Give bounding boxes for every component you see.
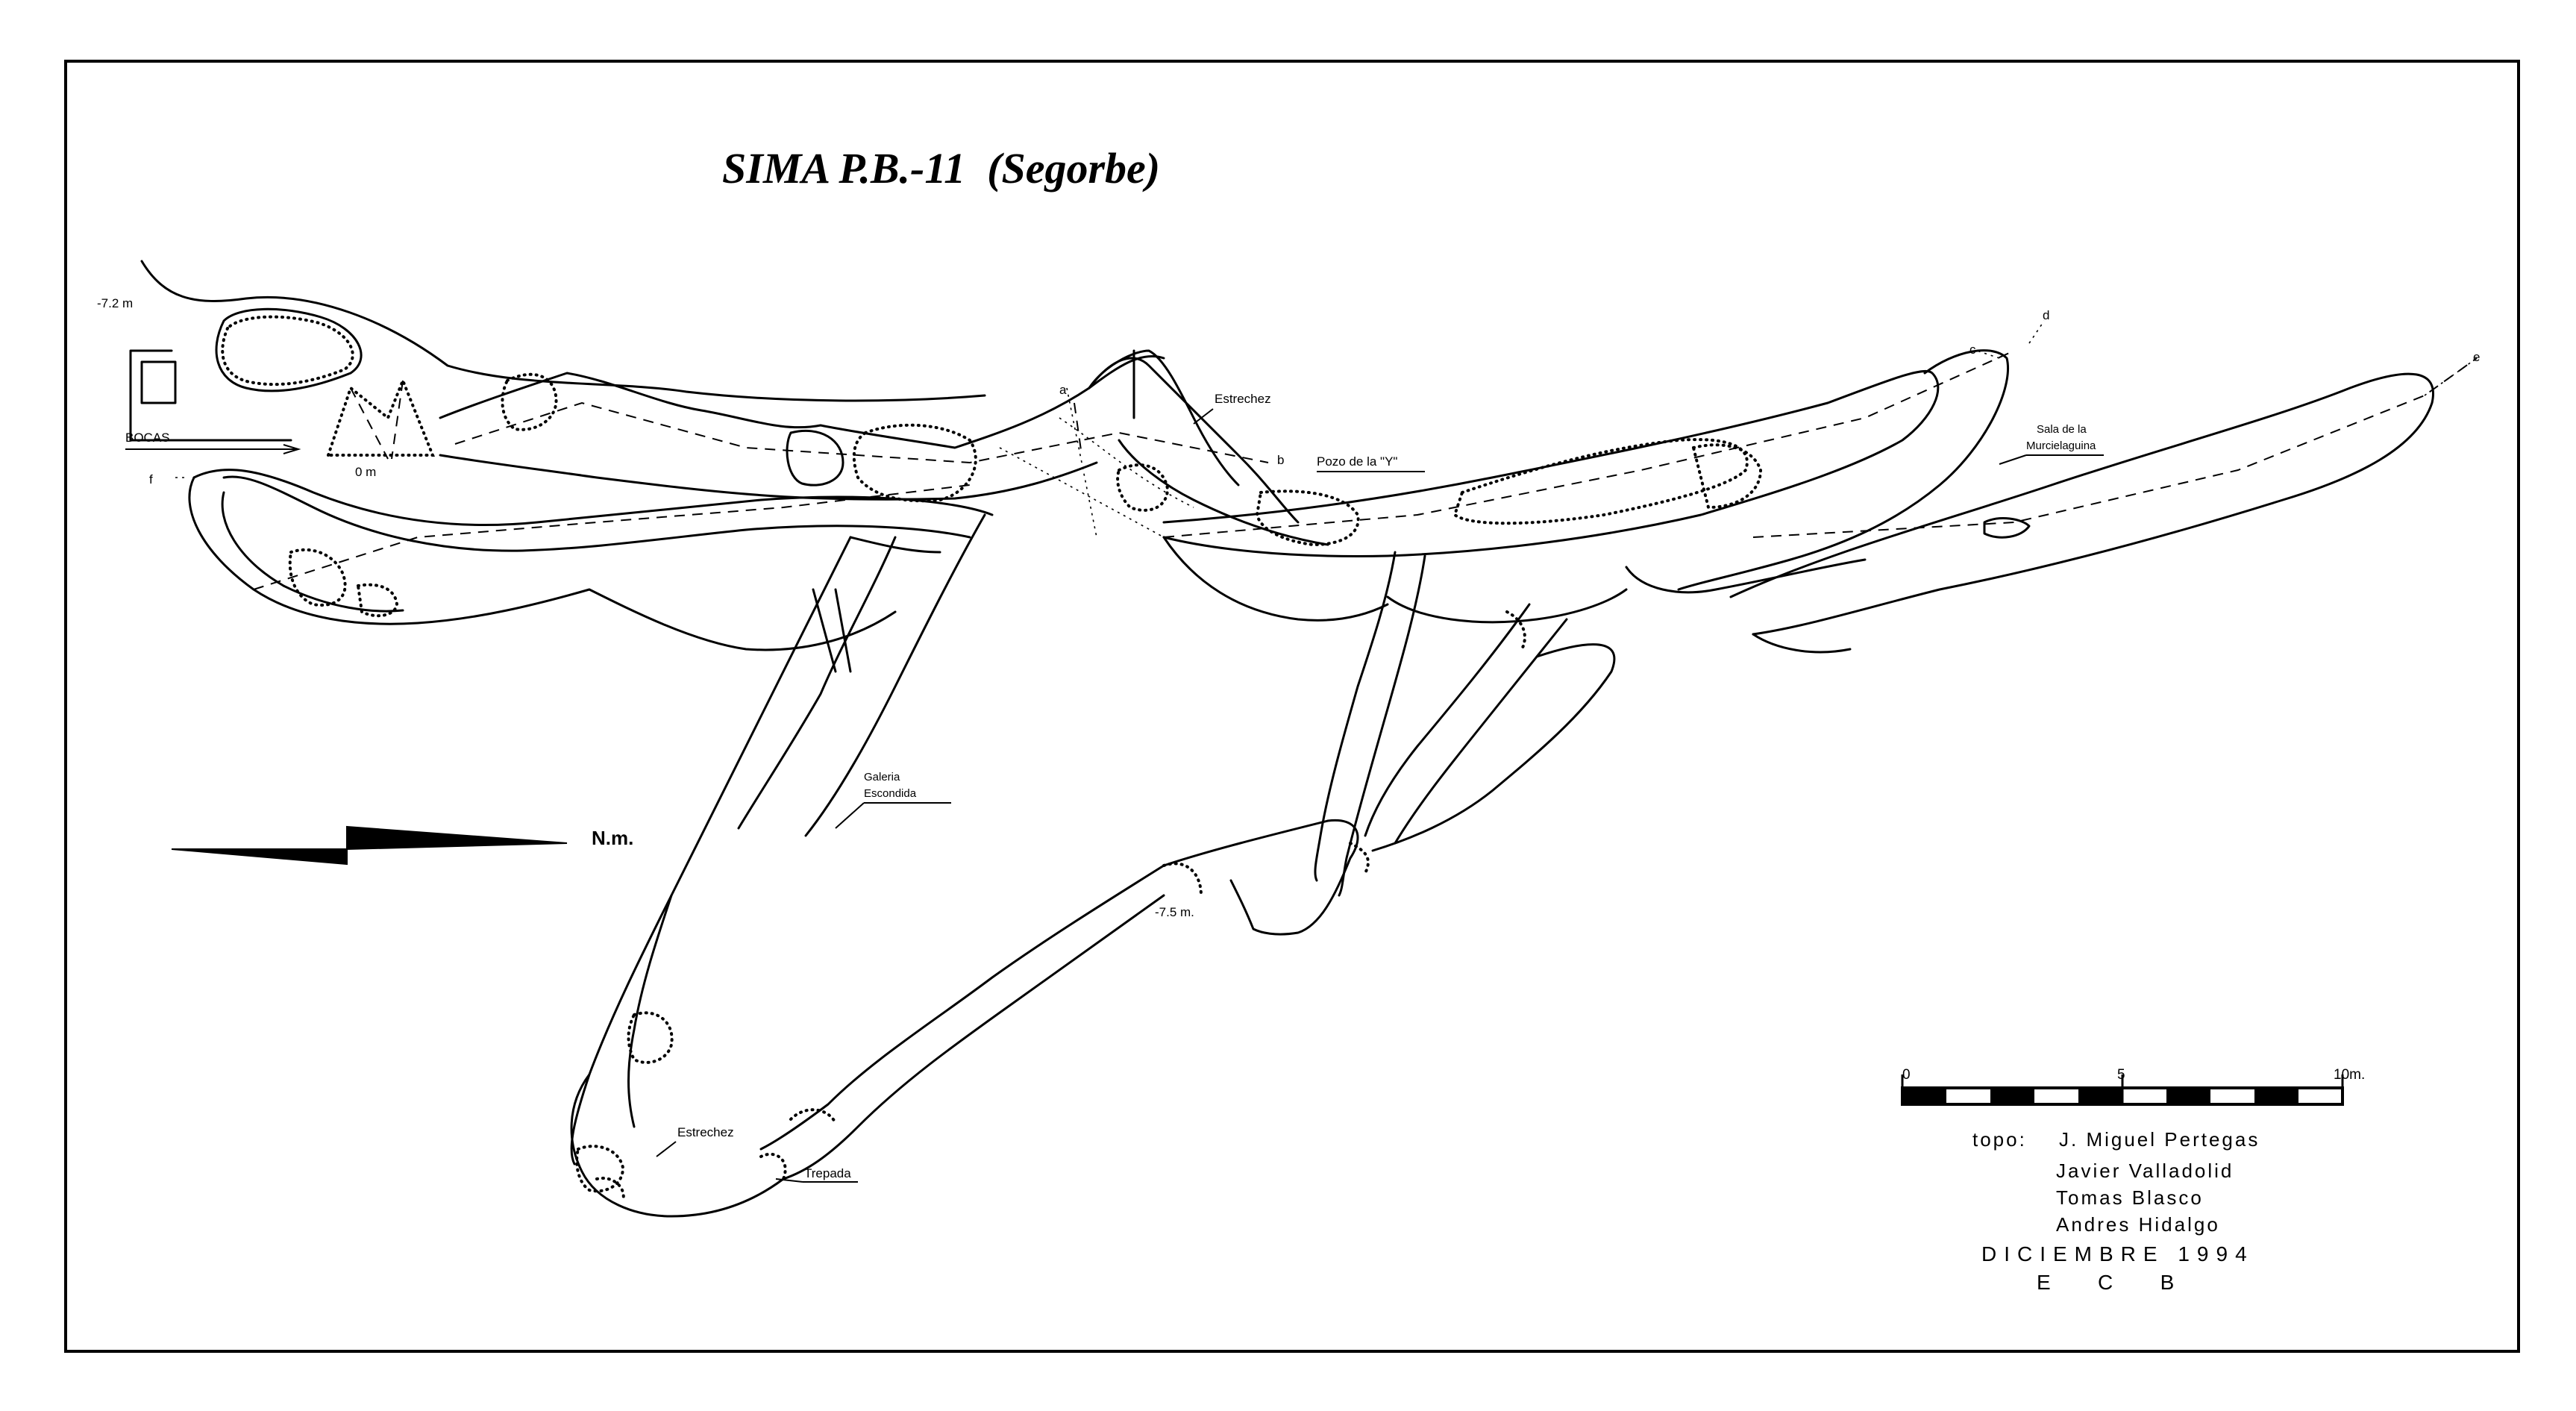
north-label: N.m. bbox=[592, 827, 633, 849]
label-pozo-y: Pozo de la "Y" bbox=[1317, 454, 1425, 472]
credit-author-4: Andres Hidalgo bbox=[2056, 1213, 2220, 1236]
label-sala-murcielaguina: Sala de la Murcielaguina bbox=[1999, 423, 2104, 465]
credit-author-2: Javier Valladolid bbox=[2056, 1160, 2234, 1182]
credit-author-3: Tomas Blasco bbox=[2056, 1186, 2204, 1209]
depth-label-top: -7.2 m bbox=[97, 296, 133, 310]
sala-line1: Sala de la bbox=[2037, 423, 2087, 436]
credit-topo-prefix: topo: bbox=[1972, 1128, 2027, 1151]
scale-bar: 0 5 10m. bbox=[1901, 1067, 2365, 1106]
map-frame bbox=[64, 60, 2520, 1353]
map-title: SIMA P.B.-11 (Segorbe) bbox=[722, 144, 1160, 193]
scale-tick-0: 0 bbox=[1902, 1067, 1911, 1083]
credit-club: E C B bbox=[2037, 1271, 2181, 1294]
section-mark-e: e bbox=[2473, 350, 2480, 364]
section-mark-f: f bbox=[149, 472, 153, 487]
estrechez-bottom-text: Estrechez bbox=[677, 1125, 734, 1139]
section-mark-b: b bbox=[1277, 453, 1284, 467]
scale-tick-5: 5 bbox=[2117, 1067, 2125, 1083]
bocas-text: BOCAS bbox=[125, 431, 170, 445]
section-mark-a: a bbox=[1059, 383, 1067, 397]
depth-label-entrance: 0 m bbox=[355, 465, 376, 479]
label-estrechez-top: Estrechez bbox=[1193, 392, 1271, 425]
trepada-text: Trepada bbox=[804, 1166, 851, 1180]
credit-author-1: J. Miguel Pertegas bbox=[2059, 1128, 2260, 1151]
sala-line2: Murcielaguina bbox=[2026, 439, 2096, 452]
estrechez-top-text: Estrechez bbox=[1215, 392, 1271, 406]
label-estrechez-bottom: Estrechez bbox=[656, 1125, 734, 1157]
north-arrow-upper-half bbox=[347, 827, 567, 849]
section-mark-c: c bbox=[1969, 342, 1976, 357]
depth-label-bottom: -7.5 m. bbox=[1155, 905, 1194, 919]
label-trepada: Trepada bbox=[775, 1166, 858, 1183]
credits-block: topo: J. Miguel Pertegas Javier Valladol… bbox=[1972, 1128, 2260, 1294]
section-mark-d: d bbox=[2043, 308, 2049, 322]
credit-date: DICIEMBRE 1994 bbox=[1981, 1242, 2254, 1265]
scale-tick-10: 10m. bbox=[2334, 1067, 2365, 1083]
north-arrow: N.m. bbox=[171, 825, 633, 866]
label-galeria-escondida: Galeria Escondida bbox=[835, 771, 951, 829]
pozo-y-text: Pozo de la "Y" bbox=[1317, 454, 1397, 469]
cave-plan bbox=[129, 260, 2478, 1218]
label-bocas: BOCAS bbox=[125, 431, 301, 454]
galeria-line1: Galeria bbox=[864, 771, 900, 783]
galeria-line2: Escondida bbox=[864, 787, 917, 800]
